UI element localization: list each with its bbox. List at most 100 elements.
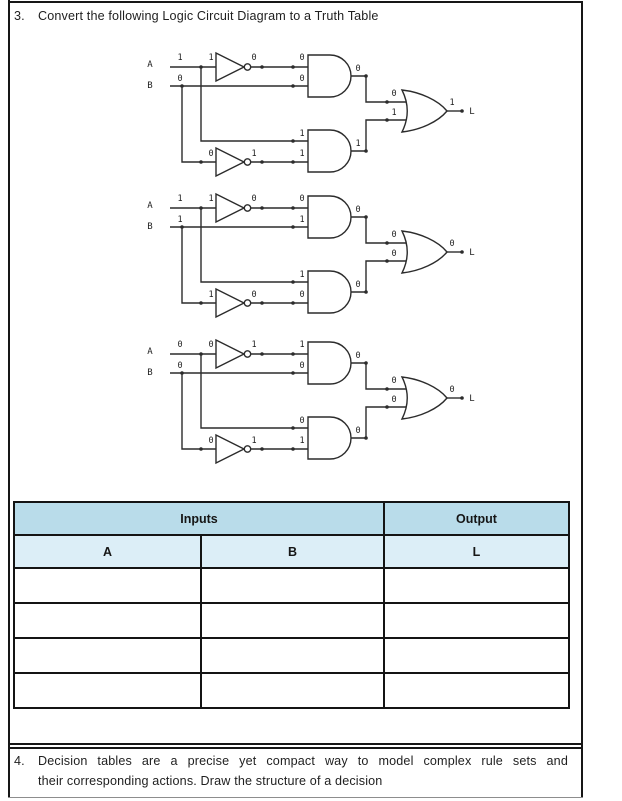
signal-value-b: 0	[177, 74, 182, 84]
not-gate-icon	[215, 192, 246, 224]
signal-value-and2_out: 0	[355, 426, 360, 436]
col-header-a: A	[13, 534, 202, 569]
or-gate-icon	[400, 89, 448, 133]
q4-text: Decision tables are a precise yet compac…	[38, 752, 568, 791]
signal-value-not_b_in: 0	[208, 149, 213, 159]
truth-table-cell[interactable]	[13, 602, 202, 639]
q4-top-border	[8, 747, 583, 749]
junction-dot	[260, 206, 264, 210]
signal-value-or_out: 1	[449, 98, 454, 108]
junction-dot	[260, 301, 264, 305]
junction-dot	[460, 396, 464, 400]
signal-value-and1_in1: 0	[299, 194, 304, 204]
junction-dot	[199, 65, 203, 69]
and-gate-icon	[307, 416, 352, 460]
junction-dot	[260, 65, 264, 69]
signal-value-not_a_out: 0	[251, 194, 256, 204]
signal-value-b: 1	[177, 215, 182, 225]
truth-table-cell[interactable]	[383, 637, 570, 674]
signal-value-not_b_in: 0	[208, 436, 213, 446]
q3-number: 3.	[14, 9, 25, 23]
wire	[351, 75, 406, 103]
junction-dot	[291, 352, 295, 356]
not-bubble-icon	[243, 350, 252, 358]
wire	[181, 86, 216, 163]
output-label-l: L	[469, 394, 474, 404]
input-label-a: A	[147, 347, 153, 357]
junction-dot	[385, 387, 389, 391]
junction-dot	[291, 280, 295, 284]
table-row	[13, 567, 570, 604]
junction-dot	[199, 160, 203, 164]
junction-dot	[180, 84, 184, 88]
junction-dot	[260, 160, 264, 164]
signal-value-and2_in2: 0	[299, 290, 304, 300]
signal-value-a: 0	[177, 340, 182, 350]
junction-dot	[180, 225, 184, 229]
truth-table-cell[interactable]	[383, 602, 570, 639]
signal-value-not_a_in: 1	[208, 194, 213, 204]
signal-value-and1_in2: 1	[299, 215, 304, 225]
signal-value-not_b_out: 1	[251, 149, 256, 159]
wire	[351, 216, 406, 244]
junction-dot	[291, 301, 295, 305]
truth-table-cell[interactable]	[200, 637, 385, 674]
signal-value-and1_in1: 0	[299, 53, 304, 63]
junction-dot	[291, 447, 295, 451]
junction-dot	[199, 352, 203, 356]
signal-value-or_in1: 0	[391, 376, 396, 386]
or-gate-icon	[400, 230, 448, 274]
truth-table-cell[interactable]	[13, 637, 202, 674]
wire	[351, 362, 406, 390]
junction-dot	[364, 74, 368, 78]
signal-value-or_in1: 0	[391, 230, 396, 240]
signal-value-and1_in2: 0	[299, 361, 304, 371]
junction-dot	[260, 352, 264, 356]
input-label-a: A	[147, 201, 153, 211]
signal-value-and2_in1: 1	[299, 270, 304, 280]
truth-table-cell[interactable]	[383, 567, 570, 604]
signal-value-and2_out: 0	[355, 280, 360, 290]
q4-line-1: Decision tables are a precise yet compac…	[38, 754, 568, 768]
signal-value-or_in2: 1	[391, 108, 396, 118]
junction-dot	[291, 84, 295, 88]
signal-value-and1_out: 0	[355, 205, 360, 215]
wire	[200, 208, 308, 283]
and-gate-icon	[307, 341, 352, 385]
signal-value-not_a_out: 1	[251, 340, 256, 350]
truth-table-cell[interactable]	[200, 602, 385, 639]
signal-value-not_b_out: 1	[251, 436, 256, 446]
not-gate-icon	[215, 287, 246, 319]
q3-title: Convert the following Logic Circuit Diag…	[38, 9, 379, 23]
junction-dot	[460, 250, 464, 254]
output-label-l: L	[469, 107, 474, 117]
truth-table-cell[interactable]	[200, 567, 385, 604]
not-gate-icon	[215, 51, 246, 83]
table-header-output: Output	[383, 501, 570, 536]
signal-value-or_in2: 0	[391, 249, 396, 259]
signal-value-and1_out: 0	[355, 351, 360, 361]
signal-value-or_out: 0	[449, 239, 454, 249]
signal-value-and1_out: 0	[355, 64, 360, 74]
q3-bottom-border	[8, 743, 583, 745]
junction-dot	[291, 160, 295, 164]
input-label-b: B	[147, 81, 152, 91]
junction-dot	[364, 215, 368, 219]
truth-table-cell[interactable]	[200, 672, 385, 709]
not-bubble-icon	[243, 158, 252, 166]
col-header-b: B	[200, 534, 385, 569]
truth-table-cell[interactable]	[383, 672, 570, 709]
truth-table-cell[interactable]	[13, 672, 202, 709]
signal-value-or_in2: 0	[391, 395, 396, 405]
question-4-row: 4. Decision tables are a precise yet com…	[14, 752, 568, 791]
junction-dot	[291, 426, 295, 430]
signal-value-and2_in2: 1	[299, 436, 304, 446]
truth-table-cell[interactable]	[13, 567, 202, 604]
junction-dot	[291, 206, 295, 210]
wire	[200, 354, 308, 429]
or-gate-icon	[400, 376, 448, 420]
signal-value-and1_in1: 1	[299, 340, 304, 350]
junction-dot	[385, 100, 389, 104]
